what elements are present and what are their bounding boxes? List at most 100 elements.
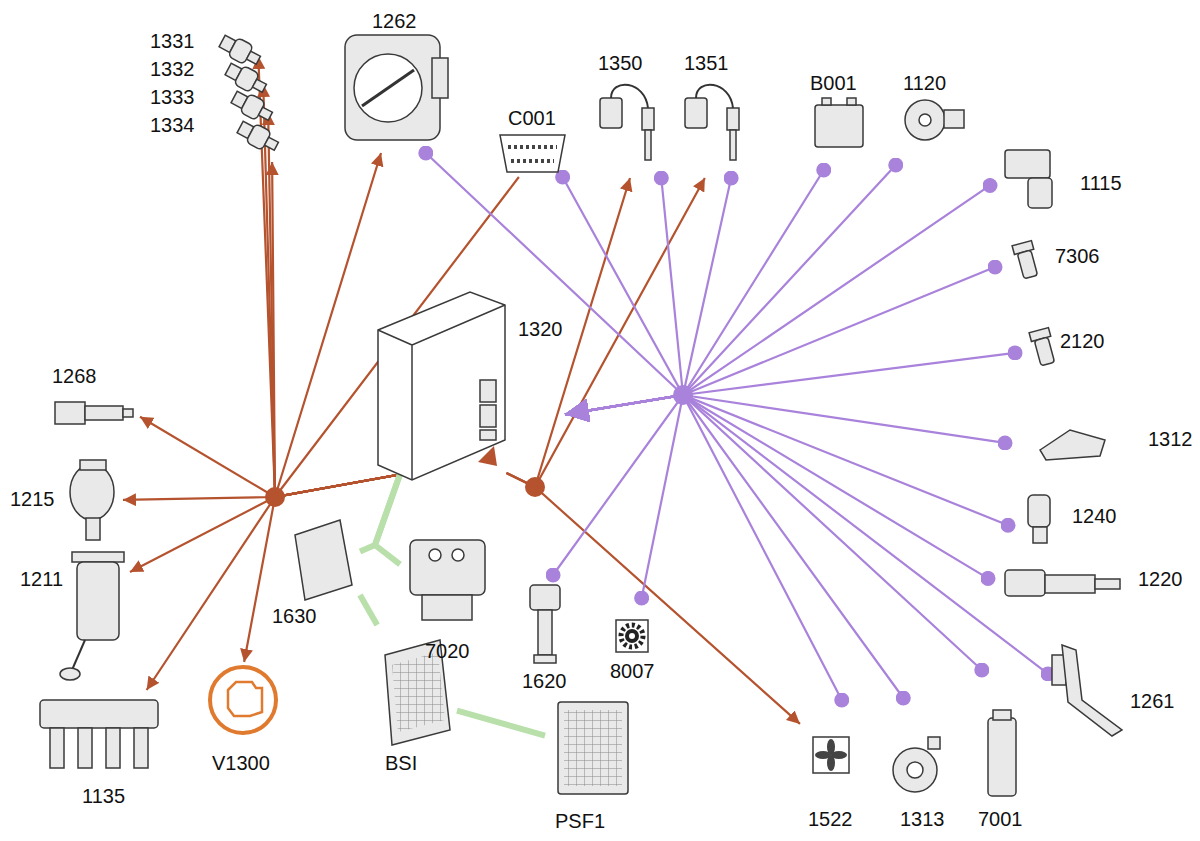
ignition-coil — [50, 728, 64, 768]
callout-number: 1522 — [808, 808, 853, 831]
input-wire — [565, 395, 988, 578]
throttle-body — [345, 35, 440, 140]
battery — [822, 98, 831, 105]
callout-number: 1135 — [82, 785, 125, 808]
callout-number: 1312 — [1148, 428, 1193, 451]
callout-number: 1313 — [900, 808, 945, 831]
junction-dots — [478, 446, 497, 466]
input-wire — [565, 178, 683, 414]
abs-unit — [422, 595, 472, 620]
switch-sensors — [1012, 241, 1057, 367]
battery — [815, 98, 863, 147]
ignition-coil — [78, 728, 92, 768]
gearbox-ecu — [295, 520, 352, 600]
input-wire — [553, 395, 683, 575]
component: B001 — [805, 70, 870, 170]
component: 8007 — [605, 598, 663, 690]
pressure-sensor — [1040, 430, 1105, 460]
component: 1261 — [1048, 638, 1193, 738]
component: PSF1 — [545, 695, 640, 835]
component: BSI — [372, 625, 457, 777]
coolant-sensor — [1095, 579, 1120, 589]
input-wire — [565, 395, 683, 598]
callout-number: 1240 — [1072, 505, 1117, 528]
gear-symbol — [625, 629, 639, 643]
canister-valve — [70, 460, 114, 540]
diagnostic-socket — [508, 145, 557, 149]
component: 1313 — [885, 698, 950, 834]
engine-ecu — [480, 430, 496, 440]
junction-dots — [673, 385, 693, 405]
callout-number: 1261 — [1130, 690, 1175, 713]
input-wire — [565, 165, 896, 414]
component: 7020 — [400, 530, 492, 665]
sensor-7001 — [988, 718, 1016, 796]
injector-icons — [223, 60, 269, 98]
engine-symbol — [228, 682, 262, 716]
callout-number: 2120 — [1060, 330, 1105, 353]
fan-symbol — [813, 737, 849, 773]
canister-valve — [80, 460, 106, 470]
coolant-sensor — [1005, 570, 1120, 596]
engine-symbol — [210, 667, 276, 733]
accelerator-pedal — [1062, 645, 1122, 736]
fan-symbol — [813, 737, 849, 773]
callout-number: B001 — [810, 72, 857, 95]
output-wire — [244, 473, 408, 662]
injector-icons — [217, 32, 281, 156]
knock-sensor — [905, 100, 945, 140]
sensor-1268 — [123, 409, 133, 417]
sensor-1268 — [55, 402, 85, 424]
output-wire — [130, 473, 408, 572]
callout-number: V1300 — [212, 752, 270, 775]
callout-number: 7306 — [1055, 245, 1100, 268]
component: 1620 — [512, 575, 582, 697]
sensor-1268 — [85, 406, 123, 420]
output-wire — [506, 178, 704, 487]
cam-sensor — [1005, 150, 1050, 178]
junction-dots — [525, 477, 545, 497]
engine-ecu — [378, 292, 505, 480]
gearbox-ecu — [295, 520, 352, 600]
sensor-1313 — [907, 762, 923, 778]
callout-number: 1351 — [684, 52, 729, 75]
component: 1115 — [990, 140, 1130, 212]
network-bus — [375, 473, 400, 564]
gear-symbol — [621, 625, 643, 647]
output-wire — [140, 417, 408, 497]
gear-symbol — [629, 633, 635, 639]
sensor-7001 — [988, 710, 1016, 796]
callout-number: PSF1 — [555, 810, 605, 833]
ignition-coil — [40, 700, 158, 768]
oxygen-sensors — [685, 85, 739, 160]
input-wire — [563, 177, 683, 414]
component: 1320 — [365, 288, 565, 473]
canister-valve — [70, 464, 114, 520]
callout-number: 1215 — [10, 488, 55, 511]
engine-ecu — [480, 405, 496, 427]
callout-number: 1334 — [150, 114, 195, 137]
switch-sensors — [1012, 241, 1040, 280]
component: 1120 — [895, 70, 970, 165]
fuse-box — [558, 702, 628, 794]
speed-sensor — [534, 655, 556, 663]
abs-unit — [452, 549, 464, 561]
input-wire — [565, 267, 995, 414]
engine-ecu — [378, 292, 505, 480]
oxygen-sensors — [600, 85, 654, 160]
fuel-pump — [60, 668, 80, 680]
speed-sensor — [530, 585, 560, 663]
injector-icons — [217, 32, 263, 70]
ignition-coil — [40, 700, 158, 728]
gear-symbol — [616, 620, 648, 652]
throttle-body — [354, 54, 422, 122]
diagnostic-socket — [511, 159, 554, 163]
temp-sensor — [1033, 527, 1047, 543]
sensor-1313 — [893, 748, 937, 792]
input-wire — [565, 395, 1008, 525]
output-wire — [275, 177, 519, 497]
component: 1522 — [800, 700, 862, 834]
junction-dots — [265, 385, 693, 507]
input-wire — [565, 353, 1015, 414]
input-wire — [565, 395, 982, 670]
